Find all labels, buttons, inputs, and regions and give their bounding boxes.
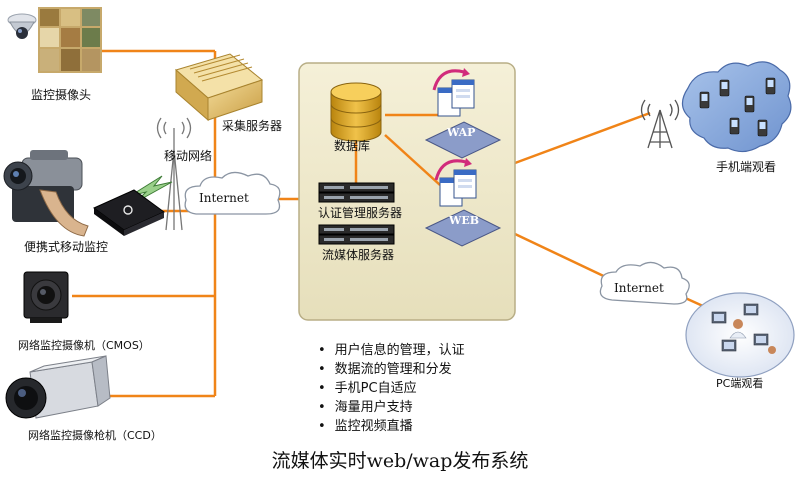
ccd-camera-icon [5,355,111,419]
antenna-icon [156,117,192,231]
cell-tower-icon [640,99,680,149]
feature-item: 数据流的管理和分发 [318,360,465,379]
surveillance-camera-icon [7,7,102,73]
feature-item: 海量用户支持 [318,398,465,417]
ccd-camera-label: 网络监控摄像枪机（CCD） [28,429,162,442]
streaming-server-label: 流媒体服务器 [322,248,395,262]
portable-monitor-label: 便携式移动监控 [24,240,109,254]
pc-viewing-bubble [685,292,795,378]
cmos-camera-icon [23,271,69,323]
mobile-viewing-label: 手机端观看 [716,160,777,174]
cmos-camera-label: 网络监控摄像机（CMOS） [18,339,150,352]
portable-monitor-icon [93,189,165,236]
auth-server-label: 认证管理服务器 [318,206,403,220]
feature-item: 监控视频直播 [318,417,465,436]
auth-server-icon [318,182,395,203]
internet-cloud-right [599,261,690,305]
panel-to-phone-connector [514,111,651,165]
diagram-title: 流媒体实时web/wap发布系统 [271,450,529,472]
camcorder-icon [3,150,89,237]
mobile-network-label: 移动网络 [164,149,213,163]
internet-right-label: Internet [614,281,664,295]
feature-list: 用户信息的管理，认证 数据流的管理和分发 手机PC自适应 海量用户支持 监控视频… [318,341,465,436]
capture-server-label: 采集服务器 [222,119,283,133]
feature-item: 手机PC自适应 [318,379,465,398]
web-platform-icon [424,158,502,247]
internet-cloud-left [184,171,281,215]
wap-label: WAP [447,126,476,139]
capture-server-icon [174,53,264,122]
surveillance-camera-label: 监控摄像头 [31,88,92,102]
wireless-signal-icon [129,175,173,203]
database-icon [330,82,382,142]
china-map-icon [681,61,792,153]
pc-viewing-label: PC端观看 [716,377,764,390]
streaming-server-icon [318,224,395,245]
feature-item: 用户信息的管理，认证 [318,341,465,360]
web-label: WEB [449,214,480,227]
database-label: 数据库 [334,139,371,153]
panel-to-pc-connector [514,232,613,282]
internet-left-label: Internet [199,191,249,205]
wap-platform-icon [424,68,502,159]
